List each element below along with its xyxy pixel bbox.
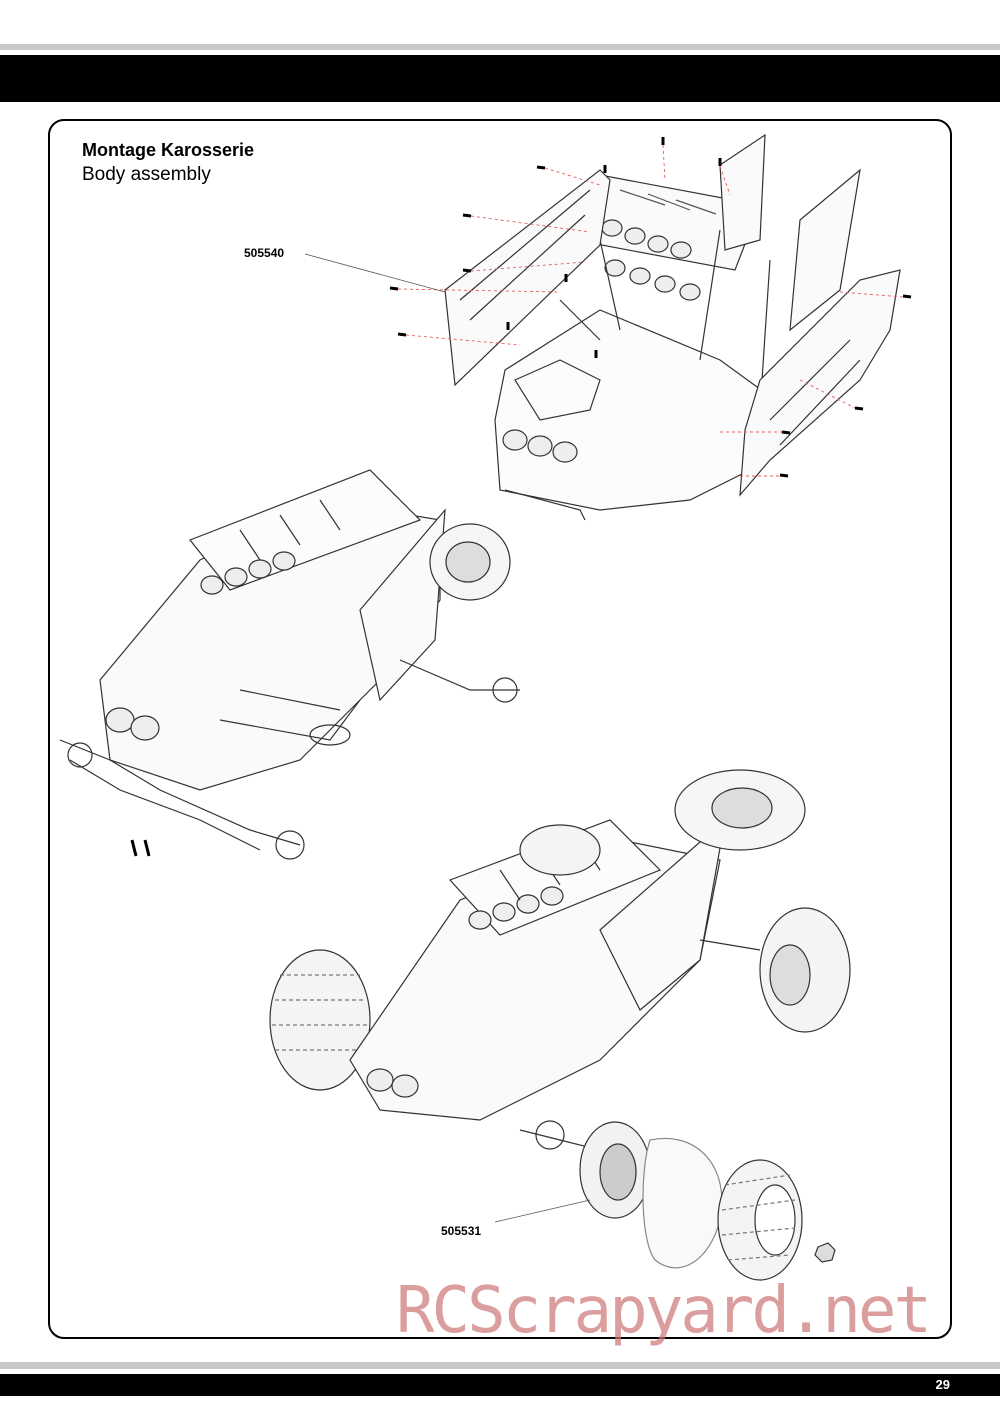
page-number: 29 [935,1377,950,1392]
top-gray-rule [0,44,1000,50]
part-number-label: 505540 [244,246,285,260]
section-title-english: Body assembly [82,164,211,185]
complete-buggy-illustration [269,769,851,1281]
exploded-body-frame-illustration [389,133,912,521]
bottom-gray-rule [0,1362,1000,1369]
section-title-german: Montage Karosserie [82,140,255,160]
assembled-chassis-illustration [59,469,520,860]
header-bar [0,55,1000,102]
watermark-text: RCScrapyard.net [396,1274,932,1348]
part-number-label: 505531 [441,1224,482,1238]
footer-bar [0,1374,1000,1396]
